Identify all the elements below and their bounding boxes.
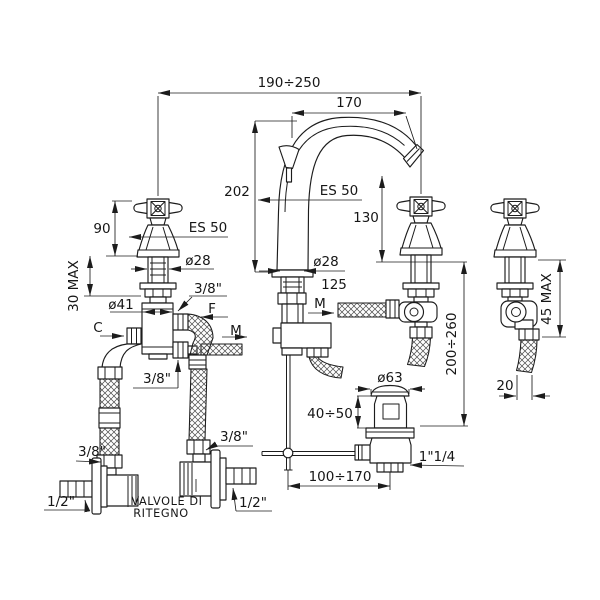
dim-conn-hose-right: 3/8" <box>220 429 248 445</box>
spout-assembly <box>261 116 425 471</box>
dim-spout-dia: ø28 <box>313 254 338 270</box>
cross-handle-left <box>133 198 183 258</box>
dim-hose-offset: 20 <box>496 378 513 394</box>
dim-outlet-height: 130 <box>353 210 379 226</box>
dim-handle-height: 90 <box>93 221 110 237</box>
dim-wall-conn-right: 1/2" <box>239 495 267 511</box>
cross-handle-side <box>490 198 540 258</box>
label-check-valves-2: RITEGNO <box>133 507 189 520</box>
mixed-hose-center <box>337 299 400 319</box>
popup-drain-assembly <box>354 384 415 473</box>
dim-spout-hex: ES 50 <box>320 183 359 199</box>
dim-conn-hose-left: 3/8" <box>78 444 106 460</box>
dim-total-span: 190÷250 <box>258 75 321 91</box>
right-valve-assembly <box>396 196 446 368</box>
dim-handle-hex: ES 50 <box>189 220 228 236</box>
drain-plug-cap <box>370 384 410 397</box>
left-valve-shank <box>139 256 177 304</box>
dim-deck-max-left: 30 MAX <box>66 260 82 312</box>
dim-wall-conn-left: 1/2" <box>47 494 75 510</box>
hot-supply-hose <box>96 343 142 476</box>
side-view-valve-assembly <box>490 198 540 374</box>
dim-handle-dia: ø28 <box>185 253 210 269</box>
dimension-lines <box>44 90 563 513</box>
dim-spout-reach: 170 <box>336 95 362 111</box>
side-supply-hose <box>515 339 538 374</box>
check-valve-left <box>59 457 139 515</box>
spout-tee <box>272 322 344 379</box>
dim-tail-length: 125 <box>321 277 347 293</box>
label-hot-inlet: C <box>93 320 102 336</box>
left-valve-body <box>126 302 243 360</box>
dimension-labels: 190÷250 170 202 ES 50 130 ø28 125 M 90 E… <box>47 75 555 520</box>
label-mixed-left: M <box>230 323 242 339</box>
right-supply-hose <box>406 337 432 368</box>
popup-rod <box>261 355 358 471</box>
dim-conn-bottom: 3/8" <box>143 371 171 387</box>
cross-handle-right <box>396 196 446 256</box>
dim-hose-length: 200÷260 <box>444 313 460 376</box>
dim-rod-span: 100÷170 <box>309 469 372 485</box>
label-check-valves-1: VALVOLE DI <box>131 495 202 508</box>
popup-lever-knob <box>278 145 300 170</box>
dim-deck-max-right: 45 MAX <box>539 273 555 325</box>
dim-plug-travel: 40÷50 <box>307 406 353 422</box>
dim-drain-dia: ø63 <box>377 370 402 386</box>
check-valve-right <box>179 449 257 509</box>
cold-supply-hose <box>186 313 214 463</box>
dim-conn-top: 3/8" <box>194 281 222 297</box>
dim-drain-thread: 1"1/4 <box>419 449 456 465</box>
left-valve-assembly <box>59 198 257 515</box>
label-mixed-center: M <box>314 296 326 312</box>
label-cold-inlet: F <box>208 301 216 317</box>
dim-body-dia: ø41 <box>108 297 133 313</box>
dim-spout-height: 202 <box>224 184 250 200</box>
